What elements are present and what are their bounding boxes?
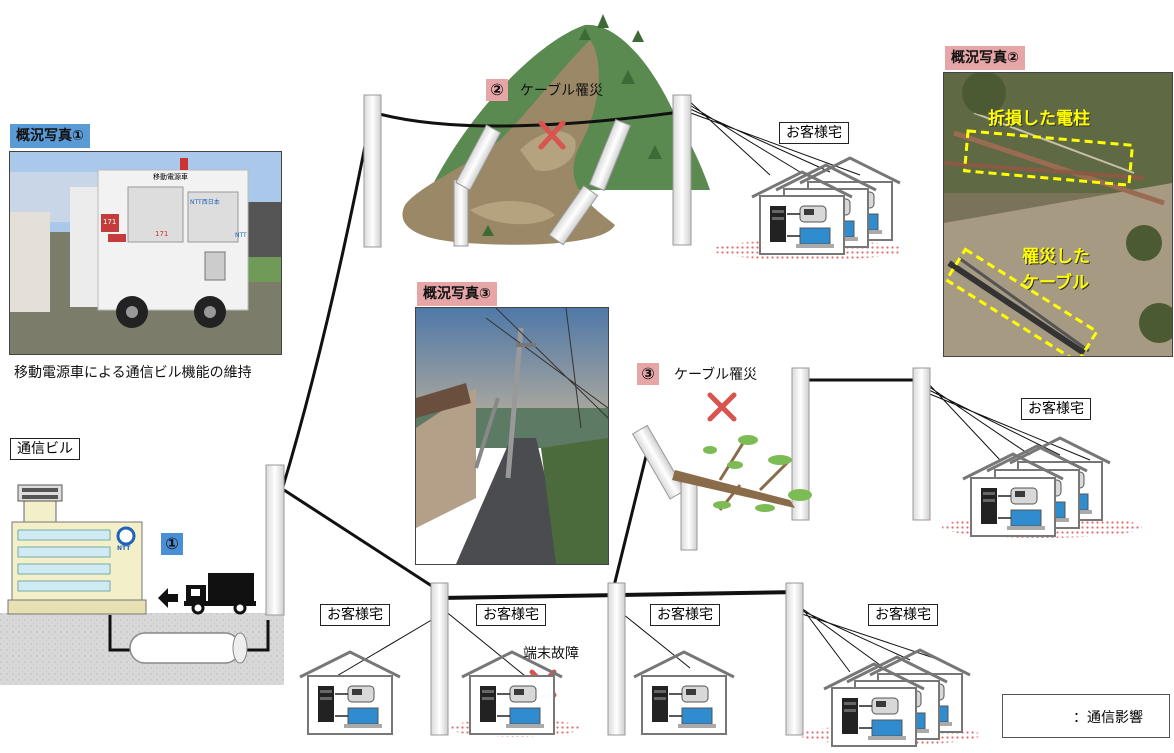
broken-pole-f xyxy=(680,479,698,551)
terminal-fault-label: 端末故障 xyxy=(523,646,579,662)
customer-label-2: お客様宅 xyxy=(1021,398,1091,420)
house-c2 xyxy=(823,662,925,747)
pole-5 xyxy=(607,582,626,736)
pole-6 xyxy=(785,582,804,736)
photo2-overlay-cable-1: 罹災した xyxy=(1022,247,1090,267)
photo1-tag: 概況写真① xyxy=(10,124,90,148)
broken-pole-c xyxy=(588,118,632,192)
photo2-overlay-cable-2: ケーブル xyxy=(1022,273,1089,293)
photo2-tag: 概況写真② xyxy=(945,46,1025,70)
truck-label: 移動電源車 xyxy=(153,173,188,181)
customer-label-5: お客様宅 xyxy=(650,604,720,626)
cable-damage-label-3: ケーブル罹災 xyxy=(674,367,758,383)
photo1-truck: 移動電源車 171 171 NTT NTT西日本 xyxy=(9,151,282,355)
house-e xyxy=(461,650,563,735)
house-f xyxy=(633,650,735,735)
pole-4 xyxy=(430,582,449,736)
pole-7 xyxy=(791,367,810,521)
customer-houses xyxy=(299,156,1111,747)
marker-1: ① xyxy=(161,533,183,555)
pole-8 xyxy=(912,367,931,521)
broken-pole-a xyxy=(453,179,469,247)
pole-1 xyxy=(265,464,285,616)
pole-3 xyxy=(672,94,692,246)
photo2-fallen-pole: 折損した電柱 罹災した ケーブル xyxy=(943,72,1173,357)
cable-damage-label-2: ケーブル罹災 xyxy=(520,83,604,99)
truck-171-a: 171 xyxy=(103,218,117,226)
customer-label-3: お客様宅 xyxy=(320,604,390,626)
cross-2 xyxy=(538,120,566,150)
house-a2 xyxy=(751,170,853,255)
building-label: 通信ビル xyxy=(10,438,80,460)
power-supply-truck xyxy=(158,573,256,615)
photo1-caption: 移動電源車による通信ビル機能の維持 xyxy=(14,365,252,381)
truck-ntt: NTT xyxy=(235,232,247,239)
cross-3 xyxy=(707,392,737,422)
marker-3: ③ xyxy=(637,363,659,385)
customer-label-1: お客様宅 xyxy=(779,122,849,144)
arrow-left-icon xyxy=(158,588,178,608)
telecom-building xyxy=(7,484,147,615)
broken-pole-d xyxy=(548,185,599,246)
house-b2 xyxy=(962,452,1064,537)
fallen-tree-illustration xyxy=(672,435,812,512)
pole-2 xyxy=(363,94,382,248)
customer-label-4: お客様宅 xyxy=(476,604,546,626)
utility-poles xyxy=(265,94,931,736)
photo2-overlay-pole: 折損した電柱 xyxy=(988,109,1090,129)
truck-171-b: 171 xyxy=(155,230,169,238)
photo3-street xyxy=(415,307,609,565)
broken-pole-b xyxy=(455,124,502,191)
house-d xyxy=(299,650,401,735)
marker-2: ② xyxy=(486,79,508,101)
building-logo: NTT xyxy=(117,545,131,552)
photo3-tag: 概況写真③ xyxy=(417,282,497,306)
truck-ntt-west: NTT西日本 xyxy=(190,199,220,206)
legend-box: ：通信影響 xyxy=(1002,694,1170,738)
legend-label: ：通信影響 xyxy=(1073,710,1143,726)
underground-pipe xyxy=(129,632,248,664)
customer-label-6: お客様宅 xyxy=(868,604,938,626)
broken-pole-e xyxy=(631,424,686,500)
